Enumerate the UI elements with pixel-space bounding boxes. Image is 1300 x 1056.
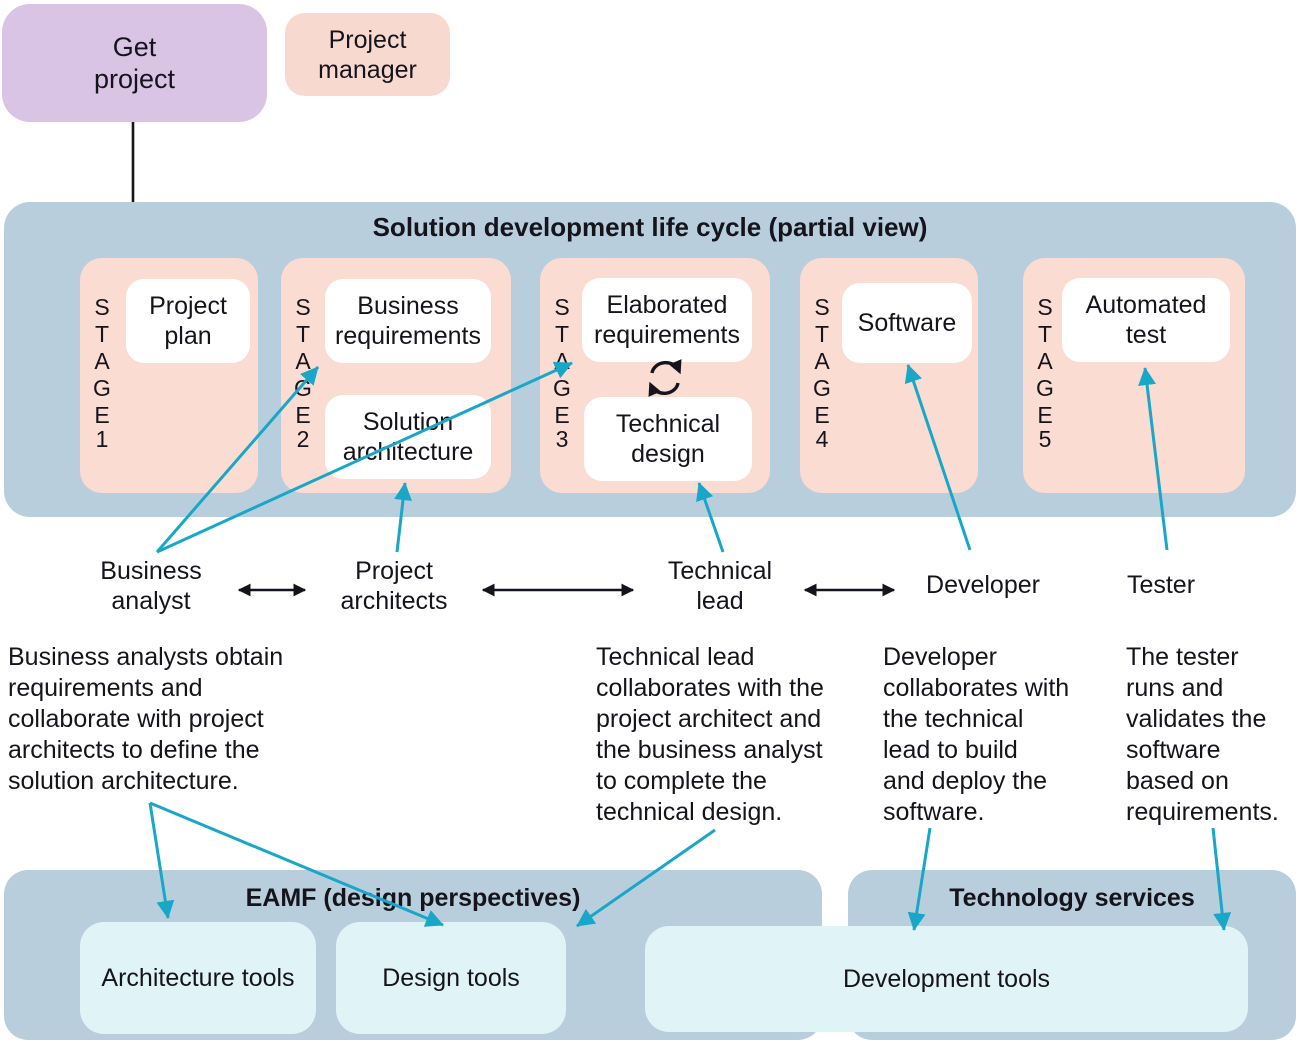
stage-1-number: 1	[95, 426, 109, 452]
role-developer: Developer	[926, 571, 1040, 599]
software-label: Software	[857, 309, 957, 337]
stage-2: S T A G E 2 Business requirements Soluti…	[281, 258, 511, 493]
description-technical-lead: Technical lead collaborates with the pro…	[596, 643, 824, 826]
project-manager-label: Project manager	[318, 25, 417, 84]
project-plan-label: Project plan	[149, 292, 227, 350]
role-project-architects: Project architects	[340, 557, 448, 615]
software-box: Software	[842, 283, 972, 363]
get-project-node: Get project	[2, 4, 267, 122]
lifecycle-container: Solution development life cycle (partial…	[4, 202, 1296, 517]
solution-architecture-box: Solution architecture	[325, 395, 491, 479]
development-tools-box: Development tools	[645, 926, 1248, 1032]
stage-1-vertical-label: S T A G E	[93, 294, 111, 428]
get-project-label: Get project	[93, 32, 176, 94]
development-tools-label: Development tools	[842, 965, 1051, 993]
sync-cycle-icon	[648, 359, 682, 397]
role-tester: Tester	[1126, 571, 1196, 599]
architecture-tools-box: Architecture tools	[80, 922, 316, 1034]
elaborated-requirements-label: Elaborated requirements	[594, 291, 740, 349]
lifecycle-title: Solution development life cycle (partial…	[372, 212, 928, 242]
stage-3: S T A G E 3 Elaborated requirements Tech…	[540, 258, 770, 493]
stage-1: S T A G E 1 Project plan	[80, 258, 258, 493]
technology-services-title: Technology services	[949, 884, 1195, 912]
automated-test-label: Automated test	[1085, 291, 1207, 349]
stage-5: S T A G E 5 Automated test	[1023, 258, 1245, 493]
solution-architecture-label: Solution architecture	[342, 408, 474, 466]
description-developer: Developer collaborates with the technica…	[883, 643, 1070, 826]
business-requirements-box: Business requirements	[325, 279, 491, 363]
role-technical-lead: Technical lead	[667, 557, 773, 615]
design-tools-box: Design tools	[336, 922, 566, 1034]
stage-2-vertical-label: S T A G E	[294, 294, 312, 428]
business-requirements-label: Business requirements	[335, 292, 481, 350]
architecture-tools-label: Architecture tools	[101, 964, 295, 992]
stage-5-vertical-label: S T A G E	[1036, 294, 1054, 428]
stage-4-number: 4	[815, 426, 829, 452]
technical-design-label: Technical design	[615, 410, 721, 468]
stage-2-number: 2	[296, 426, 310, 452]
project-plan-box: Project plan	[126, 279, 250, 363]
stage-4: S T A G E 4 Software	[800, 258, 978, 493]
elaborated-requirements-box: Elaborated requirements	[582, 278, 752, 362]
stage-3-number: 3	[555, 426, 569, 452]
stage-5-number: 5	[1038, 426, 1052, 452]
project-manager-node: Project manager	[285, 13, 450, 96]
design-tools-label: Design tools	[382, 964, 520, 992]
description-tester: The tester runs and validates the softwa…	[1126, 643, 1279, 826]
stage-3-vertical-label: S T A G E	[553, 294, 571, 428]
eamf-title: EAMF (design perspectives)	[245, 884, 581, 912]
automated-test-box: Automated test	[1062, 278, 1230, 362]
stage-4-vertical-label: S T A G E	[813, 294, 831, 428]
description-business-analyst: Business analysts obtain requirements an…	[8, 643, 284, 795]
role-business-analyst: Business analyst	[100, 557, 202, 615]
technical-design-box: Technical design	[584, 397, 752, 481]
